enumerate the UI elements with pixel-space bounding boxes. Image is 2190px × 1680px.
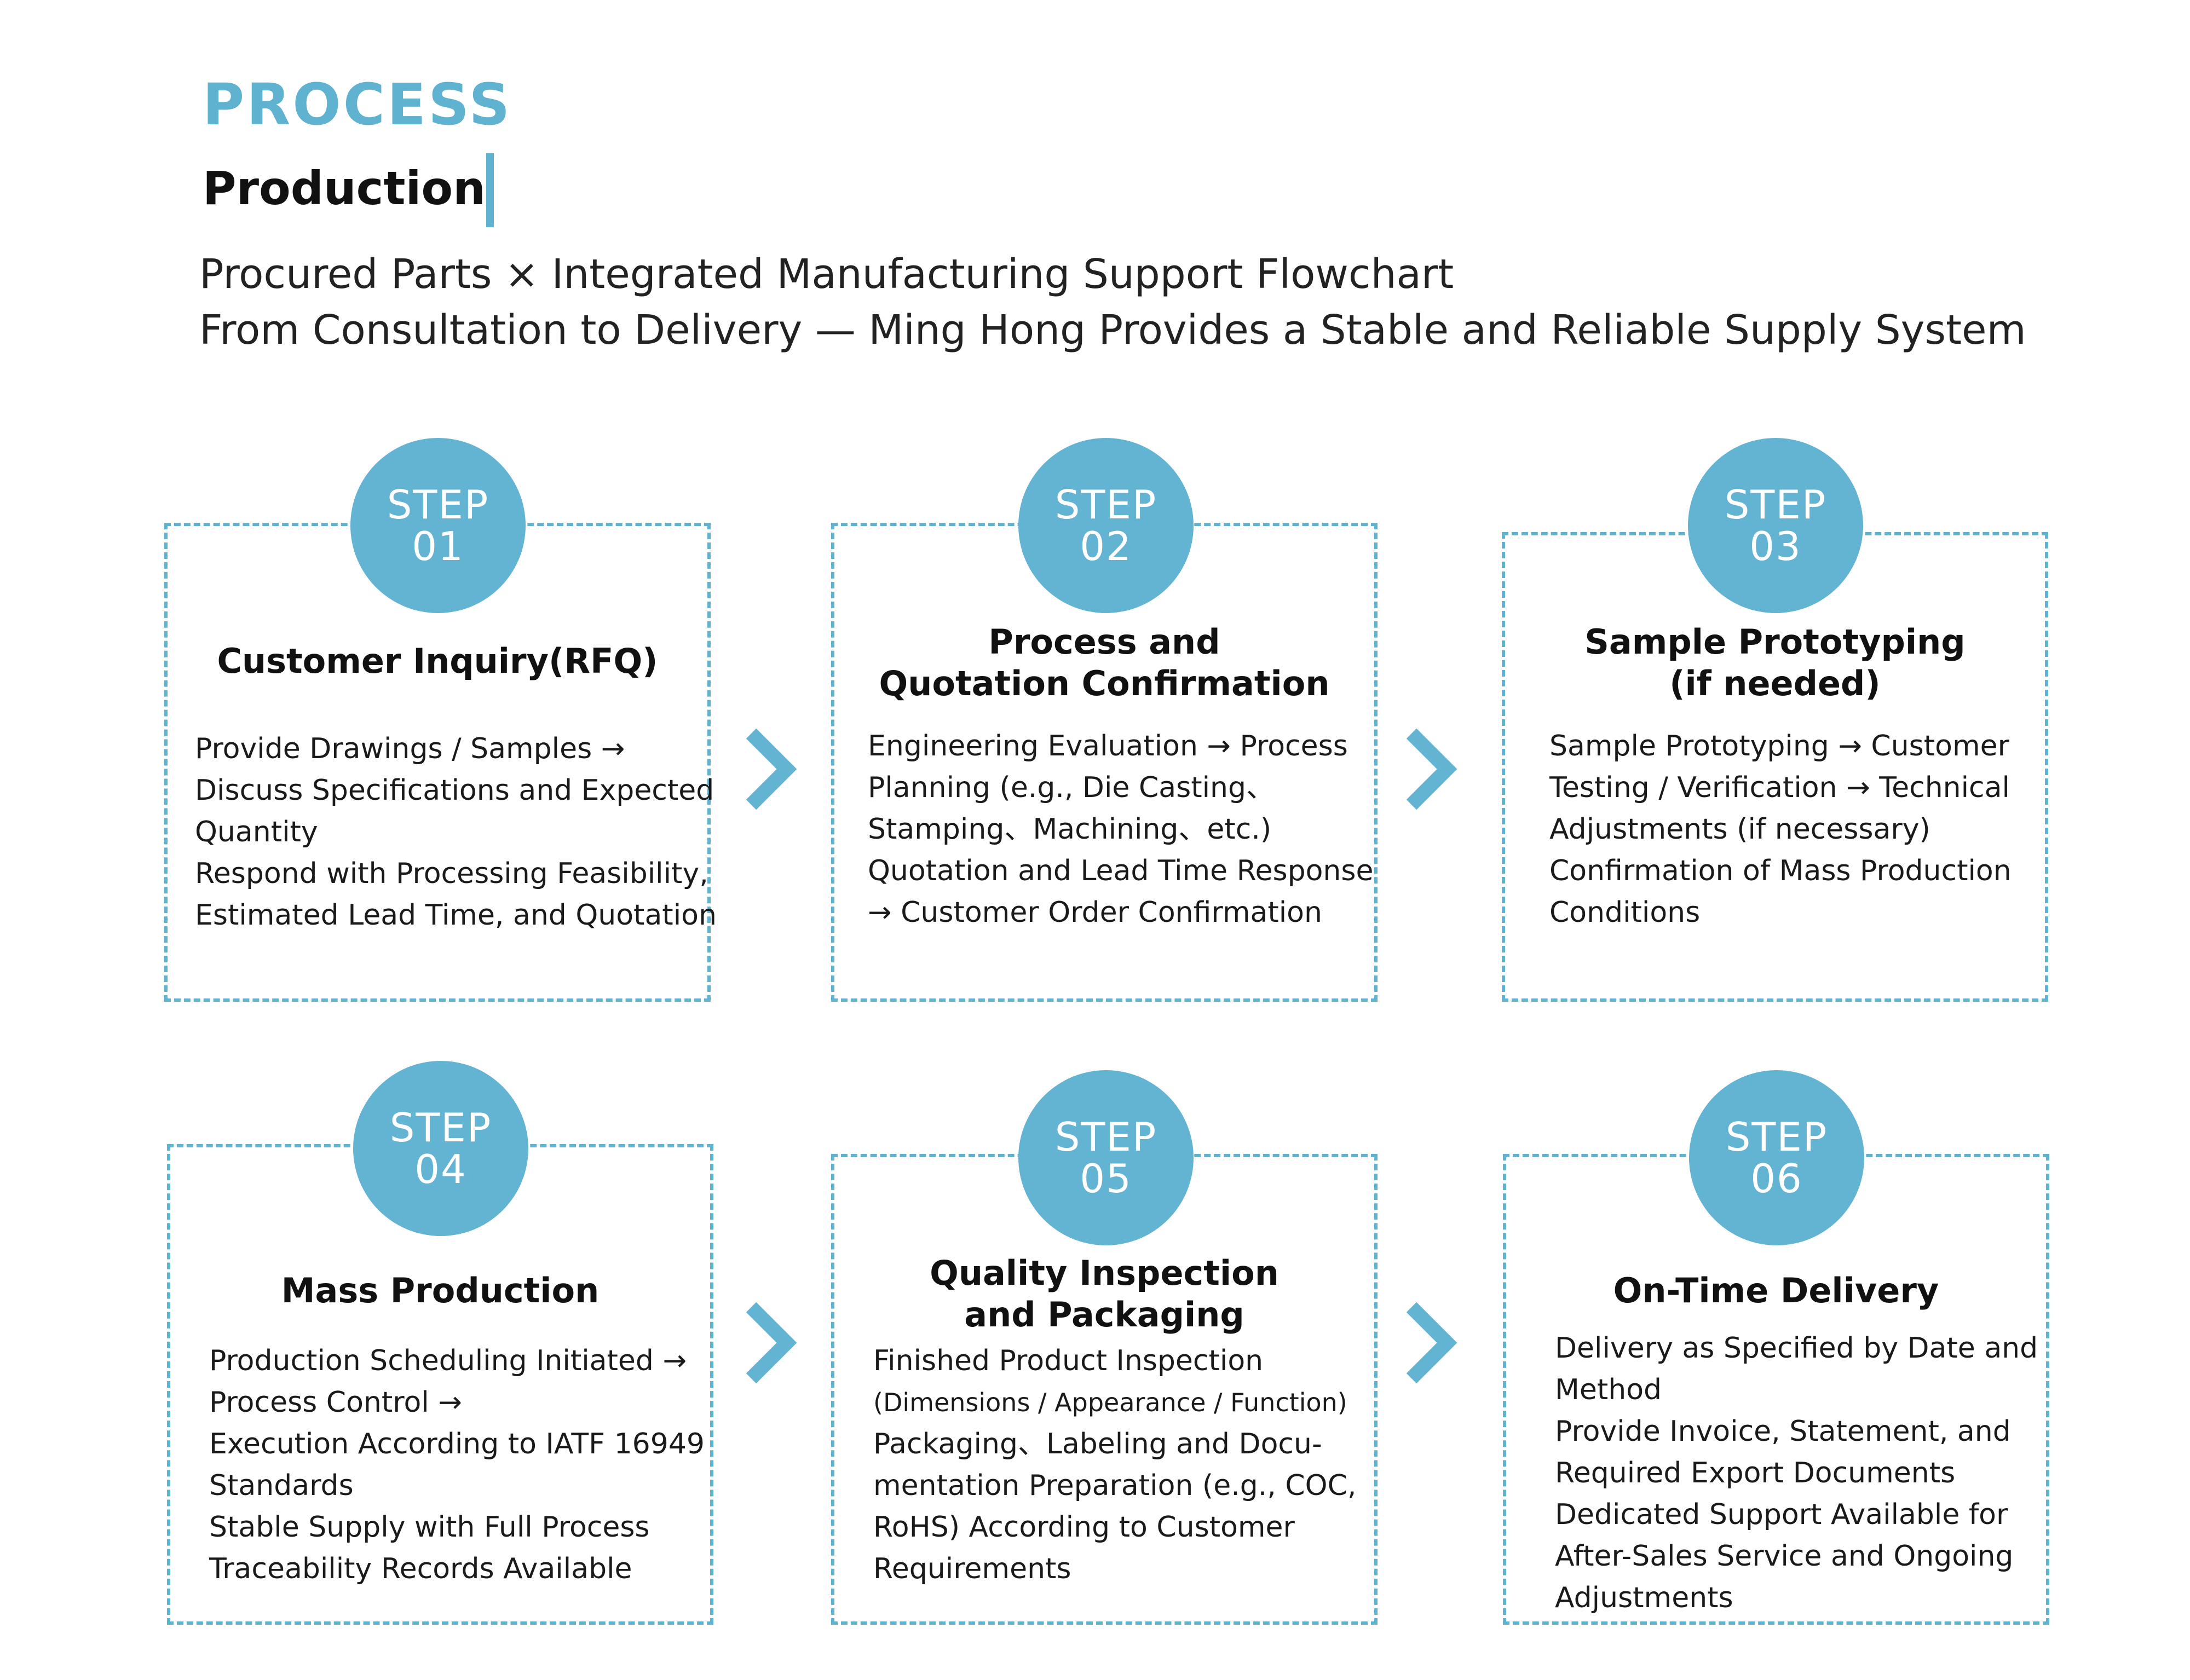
chevron-right-icon: [746, 728, 797, 810]
step-04-body-line: Stable Supply with Full Process: [209, 1511, 650, 1544]
step-05-body-line: Requirements: [873, 1552, 1071, 1585]
step-05-body-line: (Dimensions / Appearance / Function): [873, 1388, 1347, 1417]
step-05-title: Quality Inspection and Packaging: [831, 1252, 1378, 1336]
step-02-badge: STEP 02: [1018, 438, 1194, 613]
step-06-body-line: Required Export Documents: [1555, 1457, 1956, 1490]
step-01-body-line: Provide Drawings / Samples →: [195, 732, 625, 765]
step-04-title: Mass Production: [167, 1270, 713, 1312]
step-01-title: Customer Inquiry(RFQ): [164, 640, 711, 682]
chevron-right-icon: [1406, 728, 1457, 810]
step-02-number: 02: [1080, 523, 1132, 569]
step-06-body-line: Delivery as Specified by Date and: [1555, 1332, 2038, 1365]
step-04-number: 04: [414, 1146, 467, 1192]
step-05-body-line: RoHS) According to Customer: [873, 1511, 1295, 1544]
step-05-body-line: mentation Preparation (e.g., COC,: [873, 1469, 1357, 1502]
step-04-label: STEP: [389, 1105, 492, 1151]
intro-line-2: From Consultation to Delivery — Ming Hon…: [199, 307, 2026, 354]
step-02-body-line: Quotation and Lead Time Response: [868, 855, 1374, 887]
step-04-body-line: Execution According to IATF 16949: [209, 1428, 705, 1460]
step-04-body: Production Scheduling Initiated → Proces…: [209, 1340, 705, 1590]
step-05-title-line: Quality Inspection: [930, 1253, 1279, 1293]
step-04-title-line: Mass Production: [281, 1271, 600, 1310]
step-01-badge: STEP 01: [350, 438, 526, 613]
step-06-body-line: Provide Invoice, Statement, and: [1555, 1415, 2011, 1448]
step-02-title-line: Process and: [988, 622, 1220, 662]
step-06-number: 06: [1750, 1156, 1803, 1202]
section-kicker: PROCESS: [203, 71, 512, 138]
step-04-body-line: Production Scheduling Initiated →: [209, 1344, 687, 1377]
step-06-body: Delivery as Specified by Date and Method…: [1555, 1327, 2038, 1619]
step-05-body-line: Packaging、Labeling and Docu-: [873, 1428, 1322, 1460]
step-03-body: Sample Prototyping → Customer Testing / …: [1549, 725, 2012, 933]
step-02-body-line: Stamping、Machining、etc.): [868, 813, 1272, 846]
step-01-body-line: Discuss Specifications and Expected: [195, 774, 714, 807]
step-01-title-line: Customer Inquiry(RFQ): [217, 641, 658, 681]
step-05-body: Finished Product Inspection (Dimensions …: [873, 1340, 1356, 1590]
step-03-title-line: (if needed): [1669, 663, 1881, 703]
title-accent-bar: [486, 153, 494, 227]
step-03-badge: STEP 03: [1688, 438, 1863, 613]
step-03-body-line: Sample Prototyping → Customer: [1549, 730, 2009, 763]
step-05-badge: STEP 05: [1018, 1070, 1194, 1245]
step-02-body-line: Engineering Evaluation → Process: [868, 730, 1348, 763]
step-02-body: Engineering Evaluation → Process Plannin…: [868, 725, 1373, 933]
step-02-title: Process and Quotation Confirmation: [831, 621, 1378, 705]
chevron-right-icon: [1406, 1302, 1457, 1384]
step-06-body-line: Method: [1555, 1373, 1662, 1406]
step-04-body-line: Traceability Records Available: [209, 1552, 632, 1585]
step-03-title: Sample Prototyping (if needed): [1502, 621, 2048, 705]
step-01-body-line: Quantity: [195, 816, 318, 848]
step-05-label: STEP: [1054, 1114, 1157, 1160]
step-03-title-line: Sample Prototyping: [1584, 622, 1966, 662]
step-03-body-line: Adjustments (if necessary): [1549, 813, 1930, 846]
step-06-body-line: Dedicated Support Available for: [1555, 1498, 2008, 1531]
step-02-label: STEP: [1054, 482, 1157, 528]
step-02-body-line: → Customer Order Confirmation: [868, 896, 1322, 929]
step-01-label: STEP: [387, 482, 489, 528]
step-06-body-line: After-Sales Service and Ongoing: [1555, 1540, 2014, 1573]
step-05-title-line: and Packaging: [964, 1295, 1244, 1335]
step-05-number: 05: [1080, 1156, 1132, 1202]
intro-line-1: Procured Parts × Integrated Manufacturin…: [199, 251, 1454, 298]
page-title: Production: [203, 161, 486, 215]
step-06-body-line: Adjustments: [1555, 1581, 1733, 1614]
step-03-label: STEP: [1724, 482, 1827, 528]
step-04-body-line: Standards: [209, 1469, 354, 1502]
step-06-title-line: On-Time Delivery: [1613, 1271, 1939, 1310]
step-03-body-line: Testing / Verification → Technical: [1549, 771, 2010, 804]
chevron-right-icon: [746, 1302, 797, 1384]
step-02-title-line: Quotation Confirmation: [879, 663, 1330, 703]
step-04-badge: STEP 04: [353, 1061, 528, 1236]
step-01-body: Provide Drawings / Samples → Discuss Spe…: [195, 728, 717, 936]
step-03-number: 03: [1749, 523, 1802, 569]
step-04-body-line: Process Control →: [209, 1386, 462, 1419]
step-01-body-line: Respond with Processing Feasibility,: [195, 857, 708, 890]
step-01-body-line: Estimated Lead Time, and Quotation: [195, 899, 717, 932]
step-06-label: STEP: [1725, 1114, 1828, 1160]
step-03-body-line: Conditions: [1549, 896, 1701, 929]
step-06-title: On-Time Delivery: [1503, 1270, 2049, 1312]
step-03-body-line: Confirmation of Mass Production: [1549, 855, 2012, 887]
step-06-badge: STEP 06: [1689, 1070, 1864, 1245]
step-05-body-line: Finished Product Inspection: [873, 1344, 1264, 1377]
step-02-body-line: Planning (e.g., Die Casting、: [868, 771, 1275, 804]
step-01-number: 01: [412, 523, 464, 569]
